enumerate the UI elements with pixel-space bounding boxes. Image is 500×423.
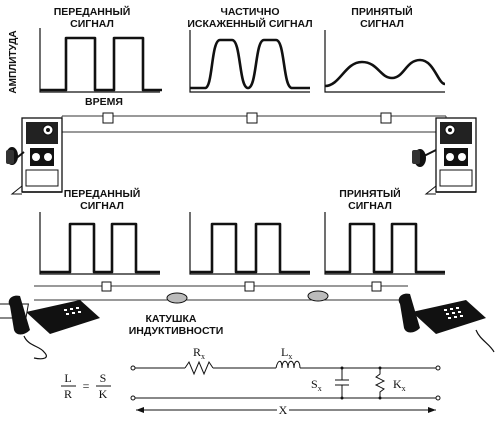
bottom-received-label-line1: ПРИНЯТЫЙ bbox=[339, 187, 400, 200]
antique-telephone-left-icon bbox=[6, 117, 63, 195]
bottom-transmitted-label-line2: СИГНАЛ bbox=[80, 200, 124, 212]
top-line bbox=[61, 112, 447, 133]
top-received-label-line2: СИГНАЛ bbox=[360, 18, 404, 30]
formula-r: R bbox=[64, 387, 72, 401]
top-transmitted-label-line2: СИГНАЛ bbox=[70, 18, 114, 30]
equivalent-circuit: Rx Lx Sx Kx X bbox=[130, 345, 441, 417]
top-transmitted-axes bbox=[39, 28, 160, 93]
bottom-transmitted-label-line1: ПЕРЕДАННЫЙ bbox=[64, 187, 141, 200]
formula-eq: = bbox=[83, 379, 90, 393]
formula-s: S bbox=[100, 371, 107, 385]
kx-label: Kx bbox=[393, 377, 406, 393]
bottom-received-axes bbox=[324, 212, 445, 275]
bottom-received-label-line2: СИГНАЛ bbox=[348, 200, 392, 212]
bottom-transmitted-axes bbox=[39, 212, 160, 275]
top-transmitted-waveform bbox=[40, 36, 162, 92]
top-distorted-label-line2: ИСКАЖЕННЫЙ СИГНАЛ bbox=[187, 17, 312, 30]
bottom-transmitted-panel: ПЕРЕДАННЫЙ СИГНАЛ bbox=[39, 187, 160, 275]
top-received-waveform bbox=[324, 58, 446, 88]
bottom-middle-panel bbox=[189, 212, 310, 275]
antique-telephone-right-icon bbox=[412, 117, 477, 195]
bottom-middle-waveform bbox=[190, 222, 310, 274]
bottom-received-panel: ПРИНЯТЫЙ СИГНАЛ bbox=[324, 187, 445, 275]
bottom-line-box-3 bbox=[371, 281, 382, 292]
top-received-label-line1: ПРИНЯТЫЙ bbox=[351, 5, 412, 18]
coil-label-line1: КАТУШКА bbox=[146, 313, 197, 325]
sx-label: Sx bbox=[311, 377, 322, 393]
lx-label: Lx bbox=[281, 345, 292, 361]
top-received-axes bbox=[324, 30, 445, 93]
top-transmitted-label-line1: ПЕРЕДАННЫЙ bbox=[54, 5, 131, 18]
bottom-middle-axes bbox=[189, 212, 310, 275]
rx-label: Rx bbox=[193, 345, 205, 361]
loading-coil-1 bbox=[166, 292, 188, 304]
bottom-received-waveform bbox=[325, 222, 445, 274]
length-label: X bbox=[279, 403, 288, 417]
resistor-rx bbox=[184, 360, 214, 376]
y-axis-label: АМПЛИТУДА bbox=[8, 30, 19, 93]
top-distorted-waveform bbox=[190, 38, 310, 90]
inductor-lx bbox=[275, 360, 301, 369]
bottom-line-box-1 bbox=[101, 281, 112, 292]
formula: L R = S K bbox=[61, 371, 111, 401]
top-line-box-2 bbox=[246, 112, 258, 124]
top-distorted-label-line1: ЧАСТИЧНО bbox=[220, 6, 279, 18]
bottom-line bbox=[34, 281, 408, 304]
resistor-kx bbox=[374, 368, 386, 398]
coil-label-line2: ИНДУКТИВНОСТИ bbox=[129, 325, 224, 337]
top-distorted-axes bbox=[189, 30, 310, 93]
loading-coil-2 bbox=[307, 290, 329, 302]
top-transmitted-panel: ПЕРЕДАННЫЙ СИГНАЛ АМПЛИТУДА ВРЕМЯ bbox=[8, 5, 162, 108]
formula-l: L bbox=[64, 371, 71, 385]
modern-telephone-right-icon bbox=[398, 293, 495, 353]
formula-k: K bbox=[99, 387, 108, 401]
x-axis-label: ВРЕМЯ bbox=[85, 96, 123, 108]
top-received-panel: ПРИНЯТЫЙ СИГНАЛ bbox=[324, 5, 446, 93]
bottom-transmitted-waveform bbox=[40, 222, 160, 274]
top-distorted-panel: ЧАСТИЧНО ИСКАЖЕННЫЙ СИГНАЛ bbox=[187, 6, 313, 93]
bottom-line-box-2 bbox=[244, 281, 255, 292]
modern-telephone-left-icon bbox=[0, 295, 100, 360]
top-line-box-1 bbox=[102, 112, 114, 124]
top-line-box-3 bbox=[380, 112, 392, 124]
